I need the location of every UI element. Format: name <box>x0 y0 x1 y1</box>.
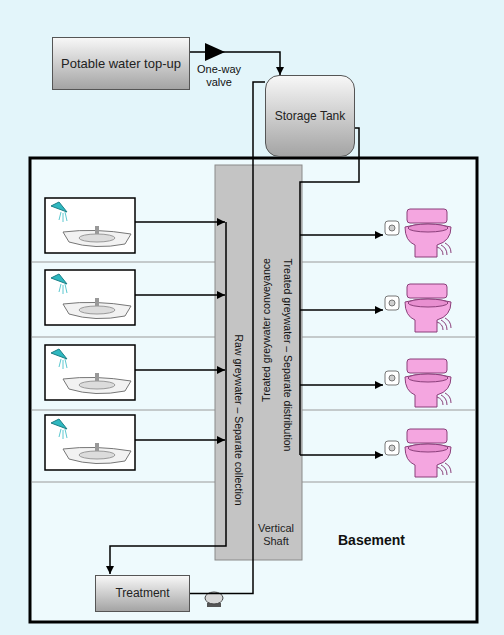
pipe-label: Treated greywater – Separate distributio… <box>282 259 294 452</box>
node-text: Storage Tank <box>271 109 350 123</box>
pipe-label: Treated greywater conveyance <box>260 258 272 402</box>
pipe-connector <box>190 82 265 594</box>
vertical-shaft-band <box>215 165 302 560</box>
valve-label: One-way valve <box>188 63 250 88</box>
node-text: Vertical Shaft <box>253 522 299 548</box>
toilet-icons <box>385 209 451 477</box>
area-label: Basement <box>338 532 448 548</box>
node-text: Treatment <box>111 586 173 600</box>
pipe-label: Raw greywater – Separate collection <box>233 334 245 505</box>
treatment-box: Treatment <box>95 575 190 612</box>
supply-box: Potable water top-up <box>52 37 190 90</box>
greywater-pipes <box>110 128 383 574</box>
node-text: Potable water top-up <box>57 56 185 72</box>
shower-icons <box>45 198 135 470</box>
storage-tank: Storage Tank <box>265 75 355 157</box>
